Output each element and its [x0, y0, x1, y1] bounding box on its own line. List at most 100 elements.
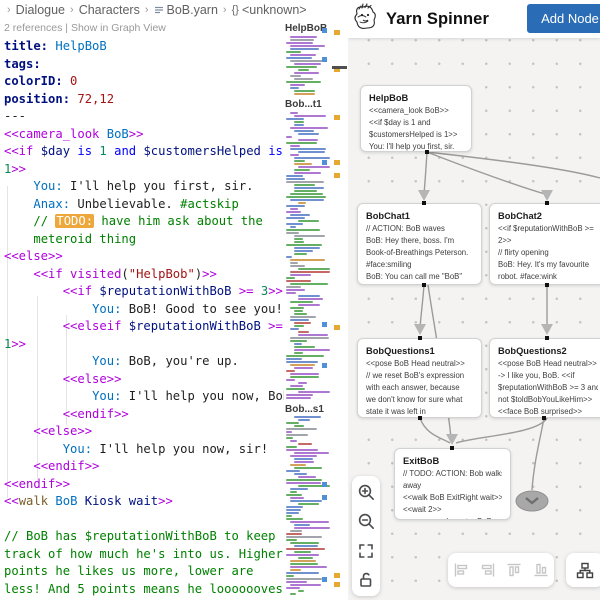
code-line[interactable]: track of how much he's into us. Higher — [4, 546, 283, 561]
code-line[interactable]: position: 72,12 — [4, 91, 115, 106]
code-line[interactable]: <<elseif $reputationWithBoB >= — [62, 319, 283, 333]
zoom-out-button[interactable] — [353, 507, 379, 536]
minimap-line — [294, 241, 304, 243]
minimap-line — [290, 319, 309, 321]
code-line[interactable]: // TODO: have him ask about the — [33, 214, 263, 228]
graph-node-BobQuestions2[interactable]: BobQuestions2<<pose BoB Head neutral>>->… — [489, 338, 600, 418]
node-port[interactable] — [545, 336, 549, 340]
graph-node-HelpBoB[interactable]: HelpBoB<<camera_look BoB>><<if $day is 1… — [360, 85, 472, 152]
minimap-line — [294, 72, 319, 74]
breadcrumb-item-symbol[interactable]: <unknown> — [241, 3, 307, 17]
code-line[interactable]: You: BoB! Good to see you! — [92, 301, 283, 316]
code-line[interactable]: 1>> — [4, 336, 27, 351]
minimap-line — [290, 208, 298, 210]
graph-node-BobQuestions1[interactable]: BobQuestions1<<pose BoB Head neutral>>//… — [357, 338, 482, 418]
code-line[interactable]: --- — [4, 109, 27, 123]
minimap-line — [286, 397, 311, 399]
code-line[interactable]: <<walk BoB Kiosk wait>> — [4, 494, 173, 508]
code-line[interactable]: Anax: Unbelievable. #actskip — [33, 196, 239, 211]
node-port[interactable] — [422, 283, 426, 287]
code-editor[interactable]: 2 references | Show in Graph View title:… — [0, 0, 284, 600]
auto-layout-button[interactable] — [566, 553, 600, 587]
minimap-line — [294, 90, 316, 92]
code-line[interactable]: <<if $day is 1 and $customersHelped is — [4, 144, 283, 158]
minimap-line — [294, 346, 315, 348]
code-line[interactable]: You: BoB, you're up. — [92, 354, 239, 368]
minimap-orange-marker — [334, 160, 340, 165]
minimap-line — [290, 262, 298, 264]
node-body-line: not $toldBobYouLikeHim>> — [498, 395, 593, 404]
node-port[interactable] — [542, 416, 546, 420]
minimap-line — [286, 539, 298, 541]
minimap-line — [298, 220, 320, 222]
code-line[interactable]: <<else>> — [33, 424, 93, 438]
minimap-line — [286, 536, 322, 538]
breadcrumb-item-characters[interactable]: Characters — [78, 3, 140, 17]
align-right-button[interactable] — [476, 556, 500, 584]
code-line[interactable]: <<endif>> — [4, 476, 71, 491]
code-line[interactable]: <<endif>> — [62, 406, 129, 421]
minimap-line — [286, 118, 304, 120]
node-port[interactable] — [418, 336, 422, 340]
code-line[interactable]: <<if $reputationWithBoB >= 3>> — [62, 284, 283, 298]
graph-node-BobChat2[interactable]: BobChat2<<if $reputationWithBoB >=2>>// … — [489, 203, 600, 285]
minimap-line — [290, 593, 297, 595]
minimap-line — [290, 455, 318, 457]
align-top-button[interactable] — [502, 556, 526, 584]
minimap-line — [298, 139, 318, 141]
node-port[interactable] — [450, 446, 454, 450]
minimap-line — [290, 226, 297, 228]
minimap-line — [290, 584, 321, 586]
node-port[interactable] — [545, 201, 549, 205]
minimap-line — [294, 253, 307, 255]
code-line[interactable] — [4, 511, 284, 529]
unlock-button[interactable] — [353, 565, 379, 594]
align-bottom-button[interactable] — [529, 556, 553, 584]
code-line[interactable]: points he likes us more, lower are — [4, 564, 254, 578]
minimap-line — [294, 527, 330, 529]
fit-view-button[interactable] — [353, 536, 379, 565]
node-port[interactable] — [425, 150, 429, 154]
code-line[interactable]: You: I'll help you first, sir. — [33, 179, 254, 193]
minimap-line — [294, 157, 330, 159]
minimap-blue-marker — [322, 322, 327, 327]
node-port[interactable] — [418, 416, 422, 420]
code-line[interactable]: <<else>> — [4, 249, 63, 263]
code-line[interactable]: <<else>> — [62, 371, 122, 386]
code-line[interactable]: meteroid thing — [33, 231, 137, 246]
code-line[interactable]: <<endif>> — [33, 459, 100, 473]
node-port[interactable] — [422, 201, 426, 205]
minimap-line — [294, 187, 324, 189]
node-port[interactable] — [545, 283, 549, 287]
minimap-line — [294, 169, 310, 171]
minimap-line — [294, 235, 326, 237]
codelens-references-link[interactable]: 2 references — [4, 22, 63, 34]
code-lines[interactable]: title: HelpBoB tags: colorID: 0 position: … — [4, 38, 284, 598]
code-line[interactable]: // BoB has $reputationWithBoB to keep — [4, 529, 276, 543]
code-line[interactable]: You: I'll help you now, BoB. — [92, 389, 284, 403]
minimap-line — [290, 75, 301, 77]
align-left-button[interactable] — [449, 556, 473, 584]
zoom-in-button[interactable] — [353, 478, 379, 507]
code-line[interactable]: title: HelpBoB — [4, 39, 107, 53]
code-line[interactable]: colorID: 0 — [4, 74, 78, 88]
codelens-graph-view-link[interactable]: Show in Graph View — [70, 22, 166, 34]
breadcrumb-item-dialogue[interactable]: Dialogue — [15, 3, 66, 17]
code-line[interactable]: 1>> — [4, 161, 27, 176]
minimap-line — [286, 256, 293, 258]
node-body-line: #face:smiling — [366, 260, 412, 269]
minimap-line — [286, 42, 313, 44]
code-line[interactable]: You: I'll help you now, sir! — [62, 441, 269, 456]
breadcrumb-item-file[interactable]: BoB.yarn — [166, 3, 218, 17]
code-line[interactable]: <<if visited("HelpBob")>> — [33, 266, 217, 281]
graph-canvas[interactable]: HelpBoB<<camera_look BoB>><<if $day is 1… — [348, 38, 600, 600]
minimap-line — [290, 464, 307, 466]
panel-title: Yarn Spinner — [386, 9, 489, 28]
code-line[interactable]: tags: — [4, 56, 49, 71]
code-line[interactable]: <<camera_look BoB>> — [4, 126, 144, 141]
add-node-button[interactable]: Add Node — [527, 4, 600, 33]
code-line[interactable]: less! And 5 points means he looooooves — [4, 581, 283, 596]
